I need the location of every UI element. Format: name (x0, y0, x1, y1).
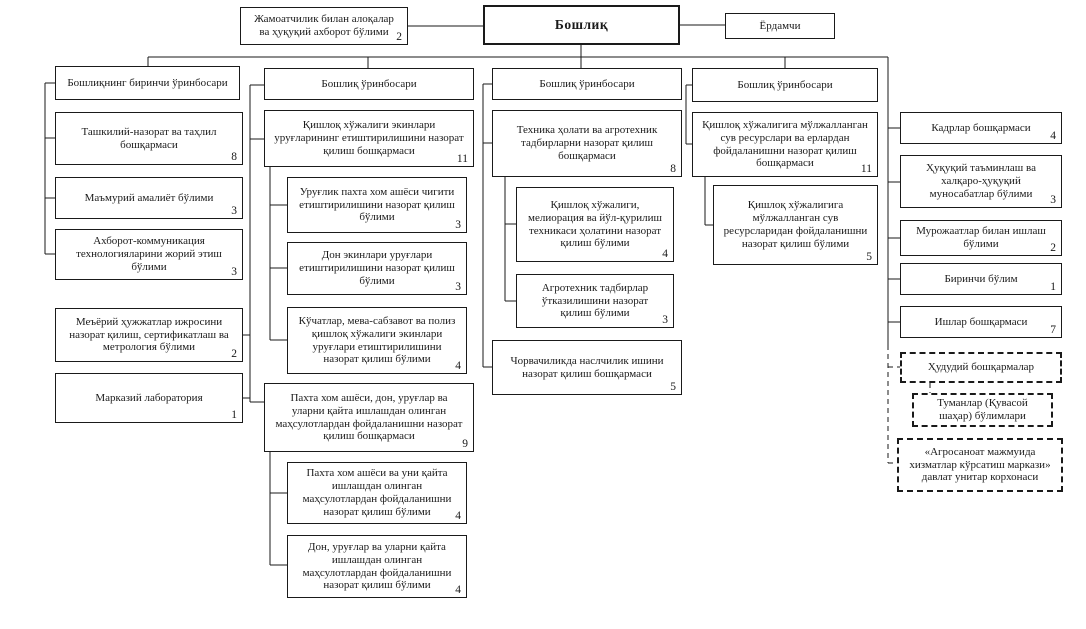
box-agrotechnical-measures-control-unit: Агротехник тадбирлар ўтказилишини назора… (516, 274, 674, 328)
staff-count: 2 (231, 348, 237, 361)
box-deputy-header-1: Бошлиқ ўринбосари (264, 68, 474, 100)
staff-count: 11 (860, 163, 872, 176)
box-deputy-header-2: Бошлиқ ўринбосари (492, 68, 682, 100)
box-label: Қишлоқ хўжалиги, мелиорация ва йўл-қурил… (528, 198, 662, 250)
box-label: Дон, уруғлар ва уларни қайта ишлашдан ол… (302, 540, 452, 592)
staff-count: 2 (1050, 242, 1056, 255)
box-label: Пахта хом ашёси, дон, уруғлар ва уларни … (275, 391, 463, 443)
staff-count: 8 (670, 163, 676, 176)
box-label: Кадрлар бошқармаси (931, 121, 1031, 134)
box-district-units: Туманлар (Қувасой шаҳар) бўлимлари (912, 393, 1053, 427)
box-water-resources-use-control-unit: Қишлоқ хўжалигига мўлжалланган сув ресур… (713, 185, 878, 265)
box-affairs-department: Ишлар бошқармаси 7 (900, 306, 1062, 338)
box-agro-services-state-unitary-enterprise: «Агросаноат мажмуида хизматлар кўрсатиш … (897, 438, 1063, 492)
box-label: «Агросаноат мажмуида хизматлар кўрсатиш … (909, 445, 1051, 484)
box-organizational-control-dept: Ташкилий-назорат ва таҳлил бошқармаси 8 (55, 112, 243, 165)
box-livestock-breeding-control-dept: Чорвачиликда наслчилик ишини назорат қил… (492, 340, 682, 395)
staff-count: 3 (231, 205, 237, 218)
box-label: Бошлиқ (554, 17, 609, 33)
box-cotton-seed-control-unit: Уруғлик пахта хом ашёси чигити етиштирил… (287, 177, 467, 233)
box-crop-seeds-cultivation-control-dept: Қишлоқ хўжалиги экинлари уруғларининг ет… (264, 110, 474, 167)
box-label: Уруғлик пахта хом ашёси чигити етиштирил… (299, 185, 455, 224)
staff-count: 4 (455, 584, 461, 597)
box-normative-docs-certification-metrology-dept: Меъёрий ҳужжатлар ижросини назорат қилиш… (55, 308, 243, 362)
staff-count: 4 (1050, 130, 1056, 143)
box-territorial-departments: Ҳудудий бошқармалар (900, 352, 1062, 383)
box-label: Пахта хом ашёси ва уни қайта ишлашдан ол… (302, 467, 452, 518)
box-label: Ахборот-коммуникация технологияларини жо… (76, 235, 222, 273)
box-label: Мурожаатлар билан ишлаш бўлими (916, 225, 1046, 250)
staff-count: 5 (670, 381, 676, 394)
staff-count: 4 (455, 360, 461, 373)
box-label: Дон экинлари уруғлари етиштирилишини наз… (299, 249, 455, 287)
staff-count: 3 (455, 219, 461, 232)
dashed-connectors (887, 345, 931, 464)
box-label: Ҳуқуқий таъминлаш ва халқаро-ҳуқуқий мун… (926, 162, 1036, 200)
box-label: Бошлиқ ўринбосари (737, 78, 833, 91)
box-grain-seeds-control-unit: Дон экинлари уруғлари етиштирилишини наз… (287, 242, 467, 295)
box-label: Қишлоқ хўжалигига мўлжалланган сув ресур… (723, 199, 868, 250)
box-first-deputy-header: Бошлиқнинг биринчи ўринбосари (55, 66, 240, 100)
staff-count: 3 (455, 281, 461, 294)
staff-count: 7 (1050, 324, 1056, 337)
box-chief: Бошлиқ (483, 5, 680, 45)
box-label: Қишлоқ хўжалиги экинлари уруғларининг ет… (274, 119, 464, 157)
box-agriculture-melioration-road-machinery-unit: Қишлоқ хўжалиги, мелиорация ва йўл-қурил… (516, 187, 674, 262)
box-label: Ёрдамчи (759, 19, 801, 32)
box-label: Кўчатлар, мева-сабзавот ва полиз қишлоқ … (298, 314, 456, 366)
box-label: Туманлар (Қувасой шаҳар) бўлимлари (937, 397, 1028, 422)
box-deputy-header-3: Бошлиқ ўринбосари (692, 68, 878, 102)
box-grain-processing-products-unit: Дон, уруғлар ва уларни қайта ишлашдан ол… (287, 535, 467, 598)
staff-count: 8 (231, 151, 237, 164)
staff-count: 1 (231, 409, 237, 422)
staff-count: 1 (1050, 281, 1056, 294)
box-label: Бошлиқнинг биринчи ўринбосари (67, 76, 228, 89)
box-cotton-processing-products-unit: Пахта хом ашёси ва уни қайта ишлашдан ол… (287, 462, 467, 524)
box-assistant: Ёрдамчи (725, 13, 835, 39)
staff-count: 4 (662, 248, 668, 261)
box-administrative-practice-dept: Маъмурий амалиёт бўлими 3 (55, 177, 243, 219)
box-label: Бошлиқ ўринбосари (539, 77, 635, 90)
box-label: Ишлар бошқармаси (934, 315, 1028, 328)
staff-count: 9 (462, 438, 468, 451)
box-public-relations-legal-info-department: Жамоатчилик билан алоқалар ва ҳуқуқий ах… (240, 7, 408, 45)
box-water-land-use-control-dept: Қишлоқ хўжалигига мўлжалланган сув ресур… (692, 112, 878, 177)
staff-count: 4 (455, 510, 461, 523)
staff-count: 3 (231, 266, 237, 279)
solid-connectors (44, 24, 900, 566)
box-ict-implementation-dept: Ахборот-коммуникация технологияларини жо… (55, 229, 243, 280)
box-label: Маъмурий амалиёт бўлими (84, 191, 214, 204)
staff-count: 3 (662, 314, 668, 327)
staff-count: 5 (866, 251, 872, 264)
box-label: Биринчи бўлим (944, 272, 1018, 285)
box-label: Техника ҳолати ва агротехник тадбирларни… (516, 124, 658, 162)
box-seedlings-vegetables-control-unit: Кўчатлар, мева-сабзавот ва полиз қишлоқ … (287, 307, 467, 374)
box-label: Қишлоқ хўжалигига мўлжалланган сув ресур… (702, 118, 868, 170)
staff-count: 2 (396, 31, 402, 44)
box-first-unit: Биринчи бўлим 1 (900, 263, 1062, 295)
box-cotton-grain-products-use-control-dept: Пахта хом ашёси, дон, уруғлар ва уларни … (264, 383, 474, 452)
box-label: Ҳудудий бошқармалар (927, 361, 1035, 374)
staff-count: 11 (456, 153, 468, 166)
box-label: Жамоатчилик билан алоқалар ва ҳуқуқий ах… (254, 13, 394, 38)
box-label: Чорвачиликда наслчилик ишини назорат қил… (510, 354, 664, 380)
box-legal-support-international-relations-unit: Ҳуқуқий таъминлаш ва халқаро-ҳуқуқий мун… (900, 155, 1062, 208)
box-label: Марказий лаборатория (95, 391, 203, 404)
box-label: Бошлиқ ўринбосари (321, 77, 417, 90)
box-label: Агротехник тадбирлар ўтказилишини назора… (541, 281, 649, 320)
box-hr-department: Кадрлар бошқармаси 4 (900, 112, 1062, 144)
box-central-laboratory: Марказий лаборатория 1 (55, 373, 243, 423)
box-appeals-handling-unit: Мурожаатлар билан ишлаш бўлими 2 (900, 220, 1062, 256)
staff-count: 3 (1050, 194, 1056, 207)
box-label: Ташкилий-назорат ва таҳлил бошқармаси (81, 125, 217, 151)
box-machinery-agrotechnical-control-dept: Техника ҳолати ва агротехник тадбирларни… (492, 110, 682, 177)
box-label: Меъёрий ҳужжатлар ижросини назорат қилиш… (69, 315, 229, 354)
